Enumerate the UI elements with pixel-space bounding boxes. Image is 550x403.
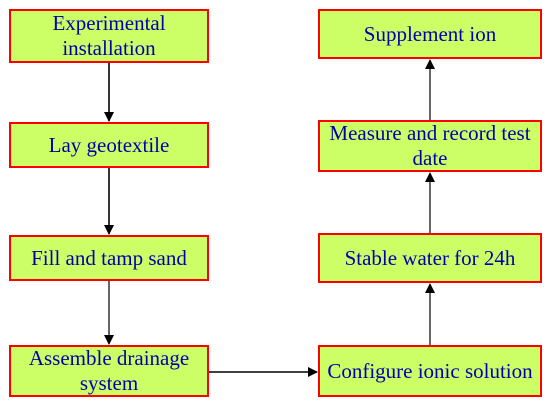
step-configure-ionic-solution-label: Configure ionic solution (327, 358, 533, 383)
step-stable-water: Stable water for 24h (318, 233, 542, 283)
step-lay-geotextile: Lay geotextile (9, 122, 209, 168)
step-lay-geotextile-label: Lay geotextile (48, 132, 170, 157)
step-measure-and-record: Measure and record test date (318, 120, 542, 172)
step-fill-and-tamp-sand: Fill and tamp sand (9, 235, 209, 281)
step-fill-and-tamp-sand-label: Fill and tamp sand (31, 245, 187, 270)
step-supplement-ion-label: Supplement ion (363, 21, 497, 46)
step-stable-water-label: Stable water for 24h (344, 245, 516, 270)
step-measure-and-record-label: Measure and record test date (329, 121, 531, 170)
step-assemble-drainage-system-label: Assemble drainage system (28, 346, 190, 395)
step-supplement-ion: Supplement ion (318, 9, 542, 59)
step-experimental-installation-label: Experimental installation (52, 11, 166, 60)
step-experimental-installation: Experimental installation (9, 9, 209, 63)
step-assemble-drainage-system: Assemble drainage system (9, 345, 209, 397)
step-configure-ionic-solution: Configure ionic solution (318, 345, 542, 397)
